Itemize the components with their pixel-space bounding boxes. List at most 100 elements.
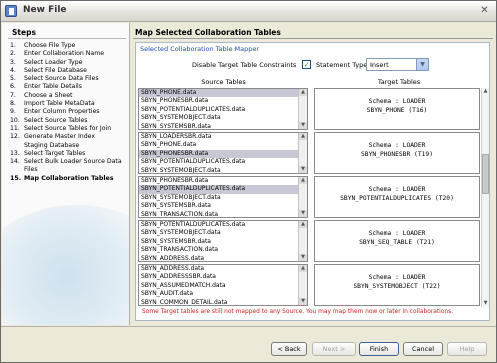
source-table-item[interactable]: SBYN_ADDRESS.data <box>141 254 205 262</box>
window-title: New File <box>23 5 67 15</box>
back-button[interactable]: < Back <box>271 342 307 356</box>
scroll-down-icon[interactable]: ▼ <box>299 254 307 261</box>
target-schema: Schema : LOADER <box>368 98 426 105</box>
step-item: 10.Select Source Tables <box>10 117 128 125</box>
step-item: 5. Select Source Data Files <box>10 75 128 83</box>
step-label: Select Bulk Loader Source Data <box>24 158 122 166</box>
next-button[interactable]: Next > <box>312 342 356 356</box>
steps-divider <box>8 38 126 39</box>
step-number <box>10 142 24 150</box>
source-list-scrollbar[interactable]: ▲▼ <box>298 177 307 217</box>
step-label: Choose a Sheet <box>24 91 73 99</box>
source-table-item[interactable]: SBYN_COMMON_DETAIL.data <box>141 298 228 306</box>
step-item: 12.Generate Master Index <box>10 133 128 141</box>
step-item: 15.Map Collaboration Tables <box>10 175 128 183</box>
step-number: 6. <box>10 83 16 91</box>
step-number: 5. <box>10 75 16 83</box>
target-schema: Schema : LOADER <box>368 186 426 193</box>
step-label: Files <box>24 166 38 174</box>
source-table-item[interactable]: SBYN_SYSTEMOBJECT.data <box>141 166 221 174</box>
close-icon[interactable]: ✕ <box>480 5 489 16</box>
scroll-up-icon[interactable]: ▲ <box>299 133 307 140</box>
source-table-item[interactable]: SBYN_SYSTEMOBJECT.data <box>141 193 221 201</box>
source-table-item[interactable]: SBYN_PHONE.data <box>141 141 197 149</box>
step-label: Choose File Type <box>24 42 76 49</box>
source-table-item[interactable]: SBYN_POTENTIALDUPLICATES.data <box>141 105 246 113</box>
source-list-scrollbar[interactable]: ▲▼ <box>298 89 307 129</box>
source-table-item[interactable]: SBYN_ADDRESSSBR.data <box>141 273 216 281</box>
source-table-item[interactable]: SBYN_SYSTEMSBR.data <box>141 122 211 130</box>
step-label: Enter Column Properties <box>24 108 100 116</box>
cancel-button[interactable]: Cancel <box>403 342 443 356</box>
step-item: Staging Database <box>10 142 128 150</box>
scroll-down-icon[interactable]: ▼ <box>299 298 307 305</box>
scroll-up-icon[interactable]: ▲ <box>299 177 307 184</box>
statement-type-value: Insert <box>370 61 389 69</box>
step-label: Generate Master Index <box>24 133 95 141</box>
source-list-scrollbar[interactable]: ▲▼ <box>298 133 307 173</box>
source-table-item[interactable]: SBYN_ADDRESS.data <box>141 265 205 272</box>
scroll-down-icon[interactable]: ▼ <box>299 166 307 173</box>
help-button[interactable]: Help <box>447 342 487 356</box>
source-table-item[interactable]: SBYN_SYSTEMOBJECT.data <box>141 229 221 237</box>
step-number: 9. <box>10 108 16 116</box>
scroll-down-icon[interactable]: ▼ <box>299 122 307 129</box>
source-table-item[interactable]: SBYN_POTENTIALDUPLICATES.data <box>141 158 246 166</box>
unmapped-warning: Some Target tables are still not mapped … <box>142 309 454 315</box>
scroll-up-icon[interactable]: ▲ <box>299 89 307 96</box>
scroll-up-icon[interactable]: ▲ <box>299 221 307 228</box>
step-number: 14. <box>10 158 20 166</box>
source-table-item[interactable]: SBYN_PHONESBR.data <box>139 149 307 159</box>
button-bar: < Back Next > Finish Cancel Help <box>1 326 496 362</box>
statement-type-select[interactable]: Insert ▼ <box>366 58 429 71</box>
scroll-down-icon[interactable]: ▼ <box>483 300 488 306</box>
step-label: Staging Database <box>24 141 80 149</box>
source-table-item[interactable]: SBYN_PHONE.data <box>139 89 307 98</box>
steps-background-graphic <box>2 205 129 325</box>
disable-constraints-checkbox[interactable]: ✓ <box>302 60 311 69</box>
source-list-scrollbar[interactable]: ▲▼ <box>298 221 307 261</box>
source-table-item[interactable]: SBYN_TRANSACTION.data <box>141 246 219 254</box>
source-table-item[interactable]: SBYN_POTENTIALDUPLICATES.data <box>139 185 307 194</box>
source-table-item[interactable]: SBYN_PHONESBR.data <box>141 97 209 105</box>
mapping-scrollbar[interactable]: ▲ ▼ <box>481 88 489 307</box>
scroll-up-icon[interactable]: ▲ <box>299 265 307 272</box>
source-table-item[interactable]: SBYN_SYSTEMOBJECT.data <box>141 114 221 122</box>
source-table-item[interactable]: SBYN_SYSTEMSBR.data <box>141 202 211 210</box>
target-tables-header: Target Tables <box>377 78 421 86</box>
scroll-up-icon[interactable]: ▲ <box>483 88 488 94</box>
chevron-down-icon[interactable]: ▼ <box>416 59 428 70</box>
source-table-item[interactable]: SBYN_POTENTIALDUPLICATES.data <box>141 221 246 228</box>
scroll-down-icon[interactable]: ▼ <box>299 210 307 217</box>
mapper-controls: Disable Target Table Constraints ✓ State… <box>136 57 489 73</box>
statement-type-label: Statement Type <box>316 61 368 69</box>
source-table-item[interactable]: SBYN_TRANSACTION.data <box>141 210 219 218</box>
step-item: 4.Select File Database <box>10 67 128 75</box>
source-table-item[interactable]: SBYN_PHONESBR.data <box>141 177 209 184</box>
source-tables-header: Source Tables <box>201 78 246 86</box>
target-schema: Schema : LOADER <box>368 274 426 281</box>
source-table-item[interactable]: SBYN_ASSUMEDMATCH.data <box>141 281 226 289</box>
source-list-scrollbar[interactable]: ▲▼ <box>298 265 307 305</box>
step-label: Select File Database <box>24 66 87 74</box>
source-table-item[interactable]: SBYN_AUDIT.data <box>141 290 194 298</box>
step-item: 2.Enter Collaboration Name <box>10 50 128 58</box>
scroll-thumb[interactable] <box>482 154 489 194</box>
step-label: Select Source Data Files <box>24 75 99 83</box>
main-panel: Map Selected Collaboration Tables Select… <box>131 23 496 325</box>
finish-button[interactable]: Finish <box>359 342 399 356</box>
source-table-item[interactable]: SBYN_LOADERSBR.data <box>141 133 212 140</box>
source-table-item[interactable]: SBYN_SYSTEMSBR.data <box>141 237 211 245</box>
step-item: 11.Select Source Tables for Join <box>10 125 128 133</box>
